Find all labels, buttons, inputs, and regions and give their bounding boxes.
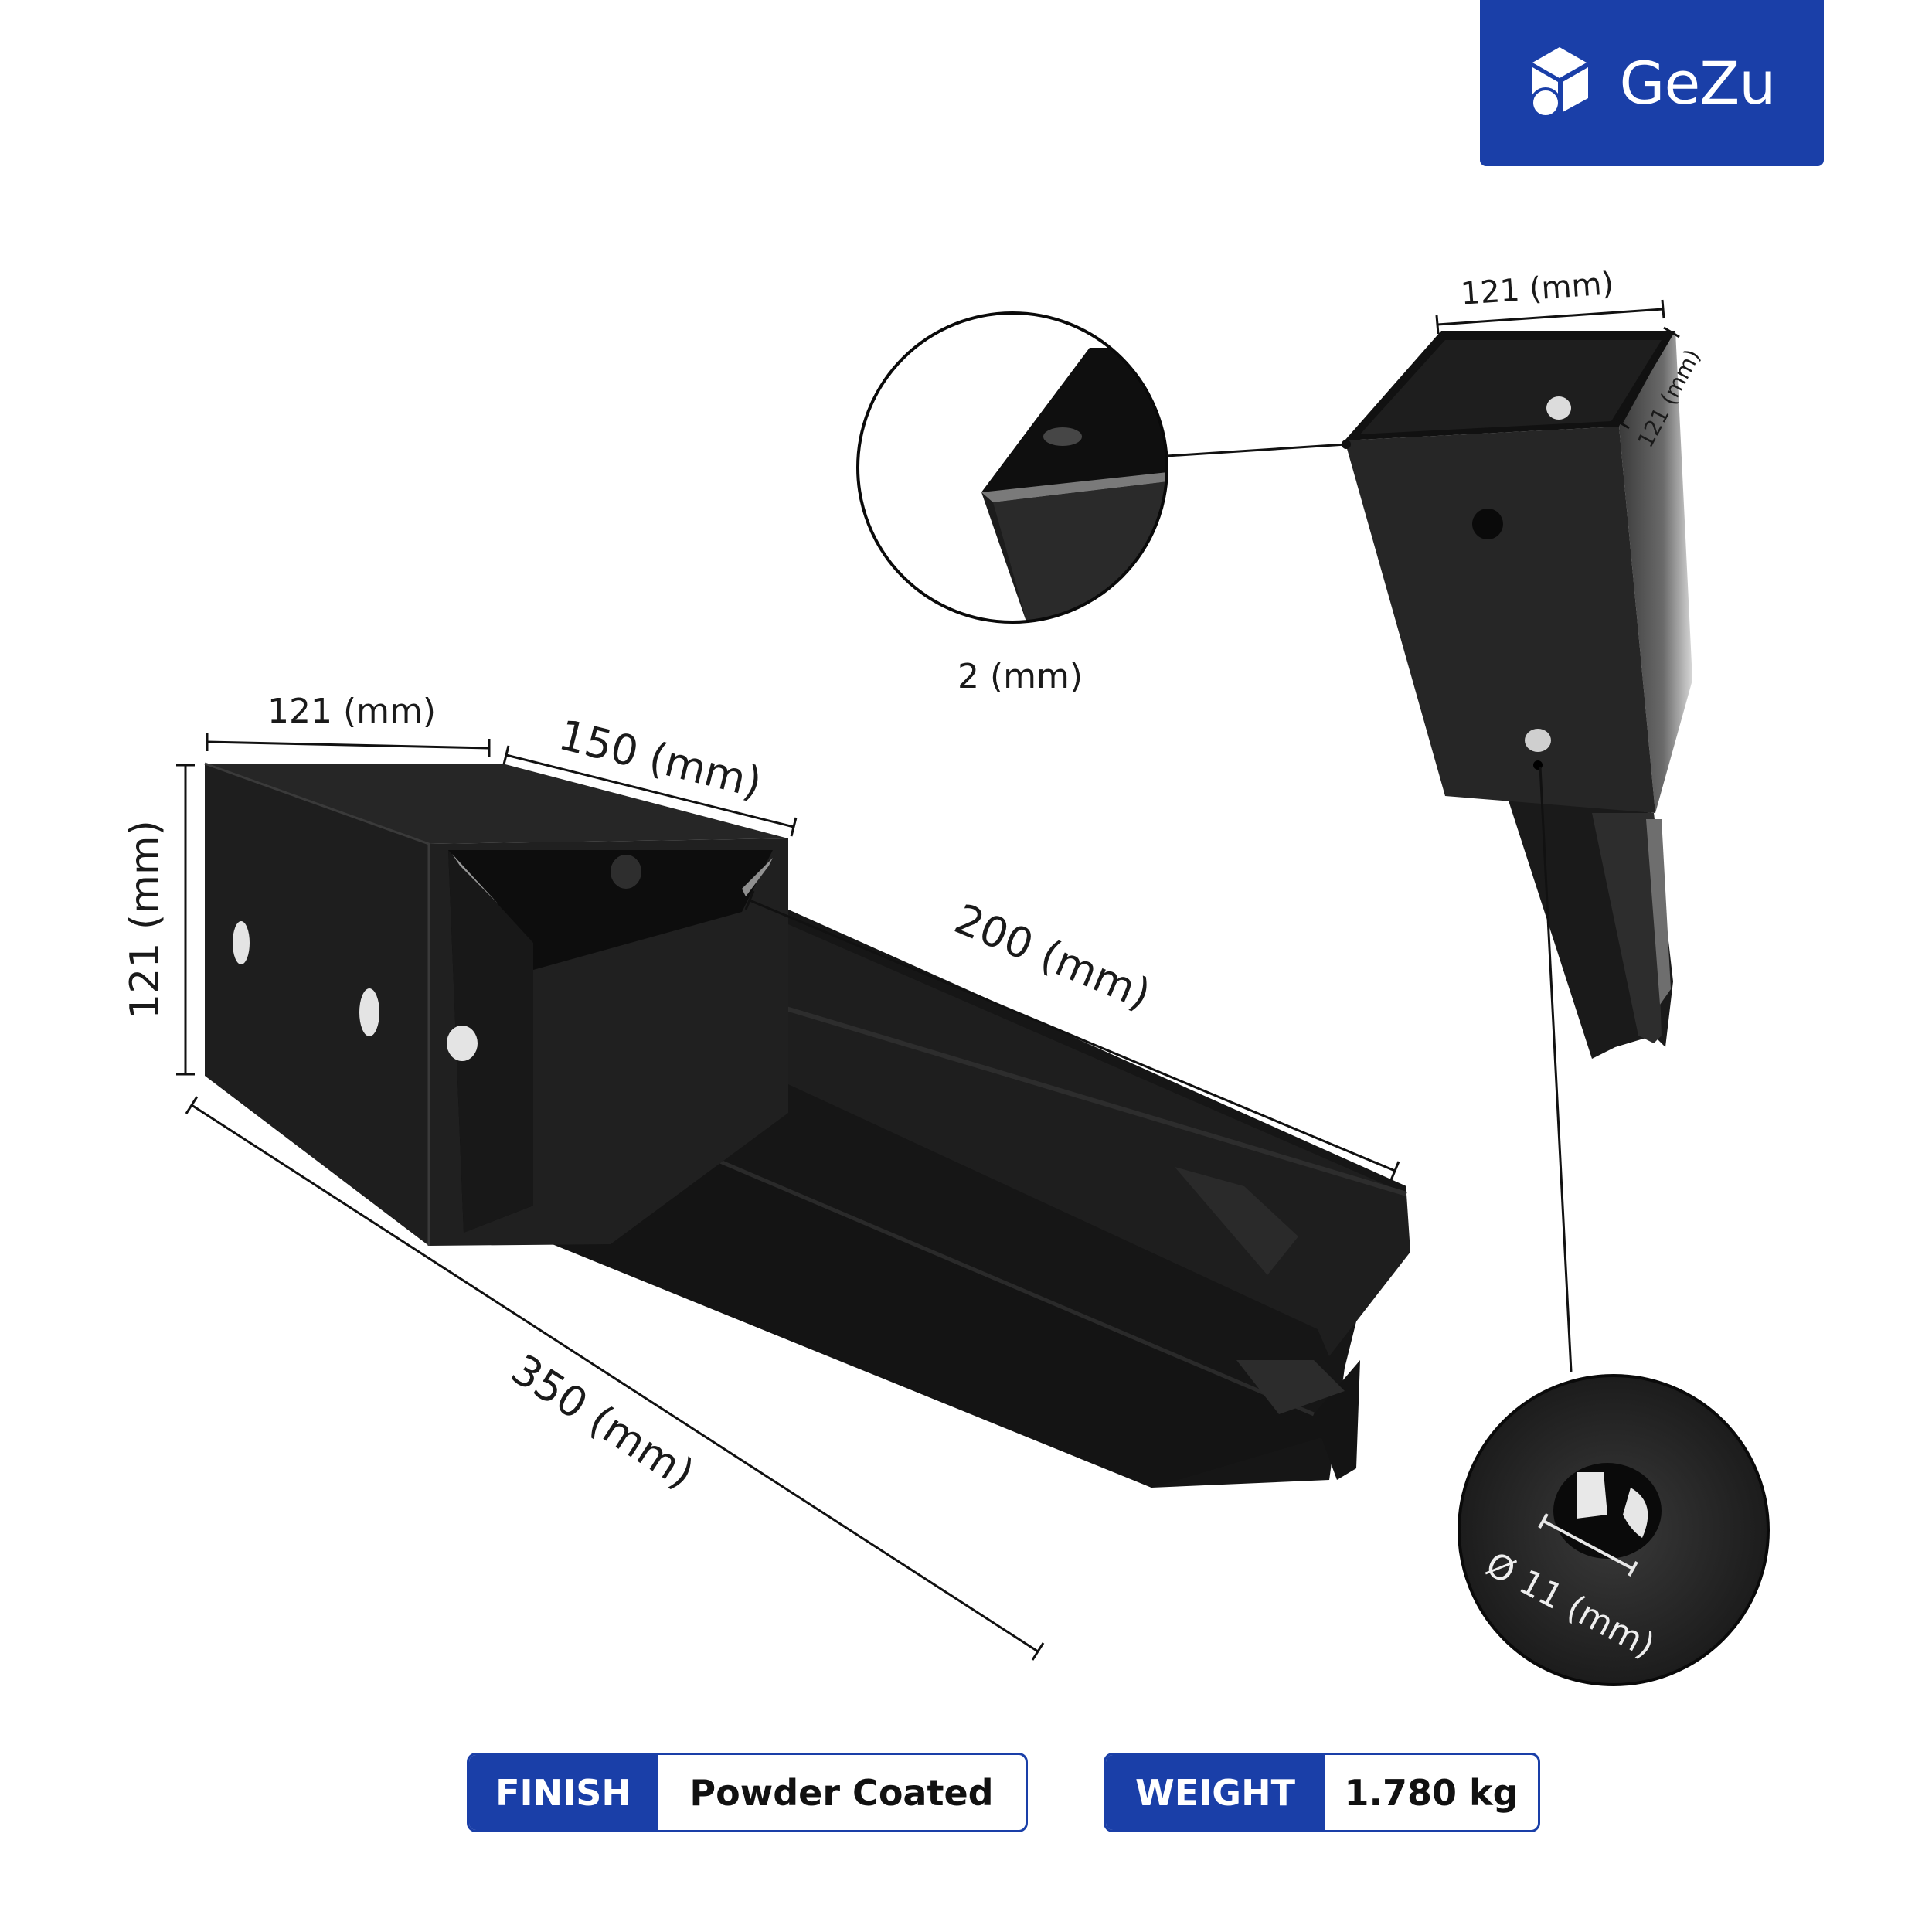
main-height-label: 121 (mm)	[122, 820, 168, 1019]
main-width-label: 121 (mm)	[267, 692, 436, 731]
main-dimension-lines	[176, 733, 1400, 1661]
house-box-icon	[1529, 46, 1588, 118]
main-product-view	[204, 762, 1410, 1488]
thickness-detail	[856, 311, 1351, 624]
finish-label: FINISH	[469, 1755, 658, 1830]
sleeve-hole	[359, 988, 379, 1036]
main-total-length-label: 350 (mm)	[503, 1345, 703, 1498]
side-dimension-lines	[1435, 299, 1680, 430]
weight-label: WEIGHT	[1106, 1755, 1325, 1830]
sleeve-hole	[447, 1026, 478, 1061]
side-product-view	[1345, 331, 1692, 1059]
sleeve-top-face	[205, 764, 788, 844]
thickness-label: 2 (mm)	[957, 657, 1083, 696]
finish-spec-badge: FINISH Powder Coated	[467, 1753, 1028, 1832]
hole-detail	[1458, 766, 1770, 1686]
side-hole	[1472, 509, 1503, 539]
spike-fin-lower	[533, 1082, 1360, 1488]
side-box-right-face	[1619, 331, 1692, 813]
finish-value: Powder Coated	[689, 1771, 994, 1814]
side-hole	[1546, 396, 1571, 420]
side-top-width-label: 121 (mm)	[1460, 266, 1615, 312]
weight-value: 1.780 kg	[1344, 1771, 1519, 1814]
sleeve-hole	[233, 921, 250, 964]
sleeve-hole	[611, 855, 641, 889]
weight-spec-badge: WEIGHT 1.780 kg	[1104, 1753, 1540, 1832]
sleeve-front-face	[205, 764, 429, 1246]
side-box-front-face	[1345, 427, 1655, 813]
brand-logo: GeZu	[1480, 0, 1824, 166]
brand-name: GeZu	[1619, 49, 1777, 117]
side-hole	[1525, 729, 1551, 752]
